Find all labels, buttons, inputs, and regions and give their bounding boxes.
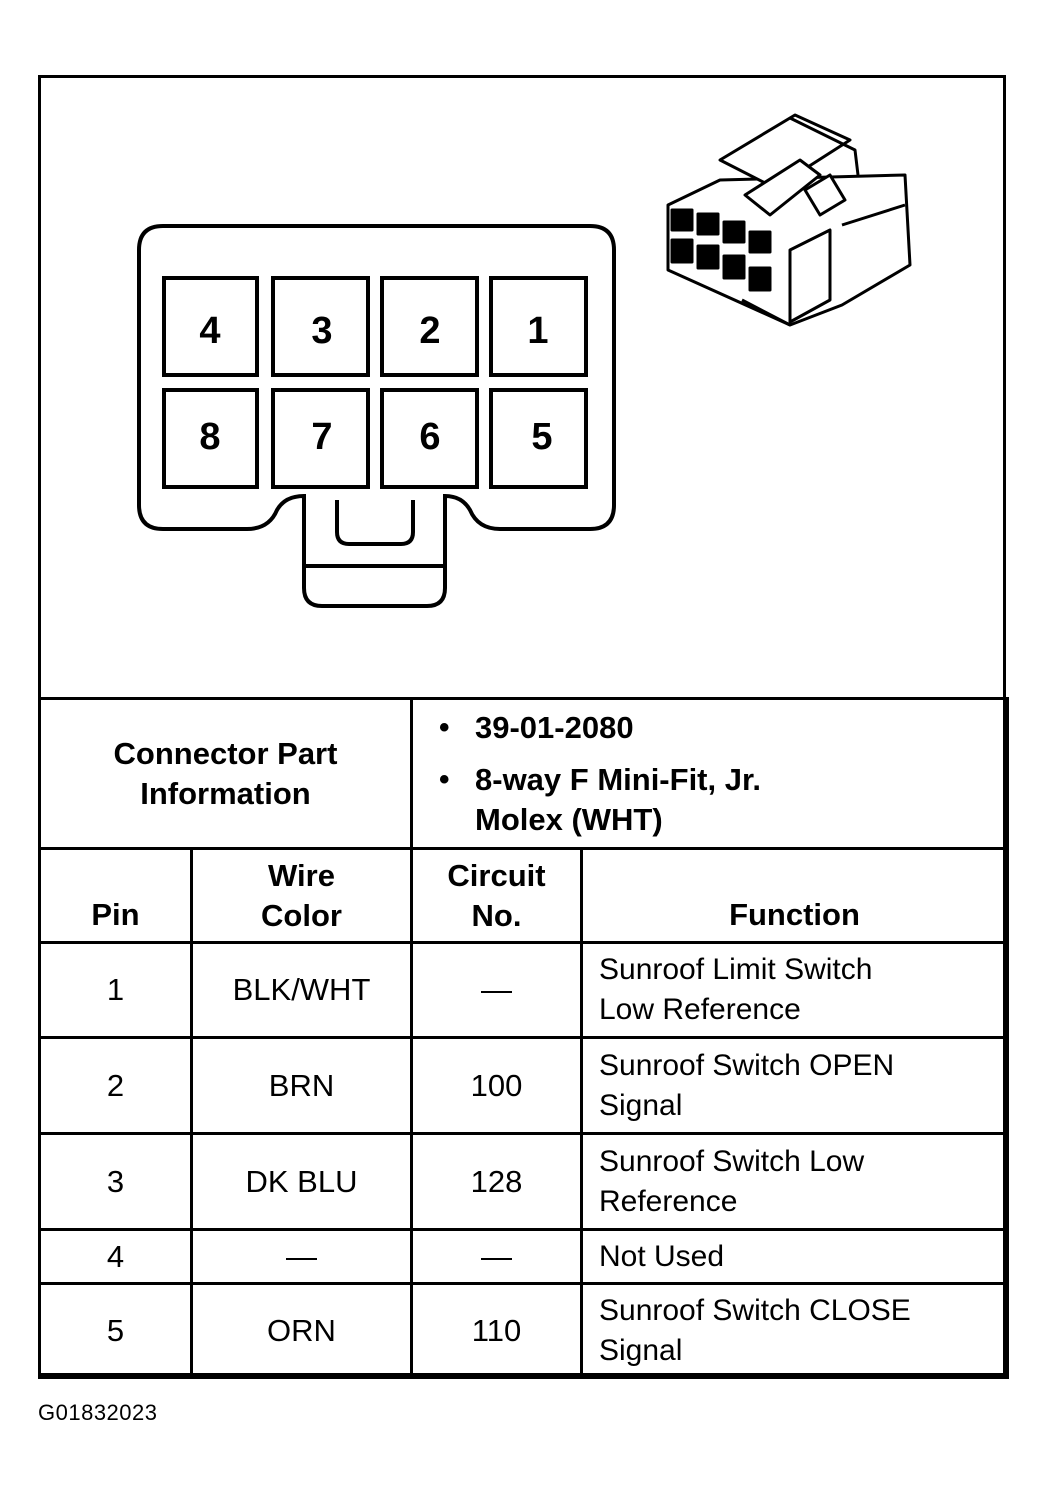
pin-cell: 5 <box>38 1282 193 1379</box>
header-number: No. <box>471 897 522 933</box>
header-circuit-cell: Circuit No. <box>410 847 583 944</box>
function-cell: Sunroof Switch Low Reference <box>580 1132 1009 1231</box>
function-line: Sunroof Switch OPEN <box>599 1048 895 1082</box>
pin-number-label: 5 <box>531 416 553 458</box>
pin-number-label: 2 <box>419 310 441 352</box>
function-line: Not Used <box>599 1239 725 1273</box>
bullet-icon: • <box>439 710 450 744</box>
table-row: 3 DK BLU 128 Sunroof Switch Low Referenc… <box>38 1132 1009 1231</box>
function-line: Signal <box>599 1088 683 1122</box>
table-row: 5 ORN 110 Sunroof Switch CLOSE Signal <box>38 1282 1009 1379</box>
pin-cell: 3 <box>38 1132 193 1231</box>
function-line: Reference <box>599 1184 738 1218</box>
table-row: 2 BRN 100 Sunroof Switch OPEN Signal <box>38 1036 1009 1135</box>
pin-number-label: 7 <box>311 416 333 458</box>
part-manufacturer: Molex (WHT) <box>475 801 663 837</box>
part-description-line: • 8-way F Mini-Fit, Jr. <box>439 760 1006 800</box>
header-wire: Wire <box>268 857 335 893</box>
part-number: 39-01-2080 <box>475 709 634 745</box>
wire-color-cell: — <box>190 1228 413 1285</box>
pin-cell: 1 <box>38 941 193 1039</box>
wire-color-cell: BRN <box>190 1036 413 1135</box>
function-line: Sunroof Limit Switch <box>599 953 873 986</box>
pin-number-label: 3 <box>311 310 333 352</box>
pin-number-label: 4 <box>199 310 221 352</box>
table-row: 1 BLK/WHT — Sunroof Limit Switch Low Ref… <box>38 941 1009 1039</box>
part-number-line: • 39-01-2080 <box>439 708 1006 748</box>
header-circuit: Circuit <box>447 857 546 893</box>
function-cell: Sunroof Switch CLOSE Signal <box>580 1282 1009 1379</box>
wire-color-cell: DK BLU <box>190 1132 413 1231</box>
header-wire-color-cell: Wire Color <box>190 847 413 944</box>
circuit-cell: 100 <box>410 1036 583 1135</box>
circuit-cell: — <box>410 1228 583 1285</box>
part-info-label: Connector Part Information <box>113 735 338 811</box>
wire-color-cell: BLK/WHT <box>190 941 413 1039</box>
pin-number-label: 1 <box>527 310 549 352</box>
function-line: Sunroof Switch Low <box>599 1144 865 1178</box>
connector-pinout-table: Connector Part Information • 39-01-2080 … <box>38 697 1009 1379</box>
figure-id-caption: G01832023 <box>38 1400 158 1425</box>
header-row: Pin Wire Color Circuit No. Function <box>38 847 1009 944</box>
header-function-cell: Function <box>580 847 1009 944</box>
header-pin-cell: Pin <box>38 847 193 944</box>
part-manufacturer-line: Molex (WHT) <box>475 800 1006 840</box>
pin-cavities <box>162 276 588 489</box>
circuit-cell: — <box>410 941 583 1039</box>
pin-number-label: 6 <box>419 416 441 458</box>
circuit-cell: 128 <box>410 1132 583 1231</box>
header-function: Function <box>729 897 860 932</box>
bullet-icon: • <box>439 762 450 796</box>
function-cell: Not Used <box>580 1228 1009 1285</box>
pin-cell: 2 <box>38 1036 193 1135</box>
function-line: Low Reference <box>599 993 801 1026</box>
table-row: 4 — — Not Used <box>38 1228 1009 1285</box>
function-cell: Sunroof Limit Switch Low Reference <box>580 941 1009 1039</box>
part-info-row: Connector Part Information • 39-01-2080 … <box>38 697 1009 850</box>
pin-cell: 4 <box>38 1228 193 1285</box>
wire-color-cell: ORN <box>190 1282 413 1379</box>
part-description: 8-way F Mini-Fit, Jr. <box>475 761 761 797</box>
header-pin: Pin <box>91 897 140 932</box>
part-info-values-cell: • 39-01-2080 • 8-way F Mini-Fit, Jr. Mol… <box>410 697 1009 850</box>
header-color: Color <box>261 897 342 933</box>
function-line: Sunroof Switch CLOSE <box>599 1293 911 1327</box>
function-line: Signal <box>599 1333 683 1367</box>
pin-number-label: 8 <box>199 416 221 458</box>
circuit-cell: 110 <box>410 1282 583 1379</box>
function-cell: Sunroof Switch OPEN Signal <box>580 1036 1009 1135</box>
part-info-label-cell: Connector Part Information <box>38 697 413 850</box>
connector-face-outline <box>137 224 616 608</box>
connector-3d-view <box>666 113 912 327</box>
connector-drawing <box>137 113 912 608</box>
